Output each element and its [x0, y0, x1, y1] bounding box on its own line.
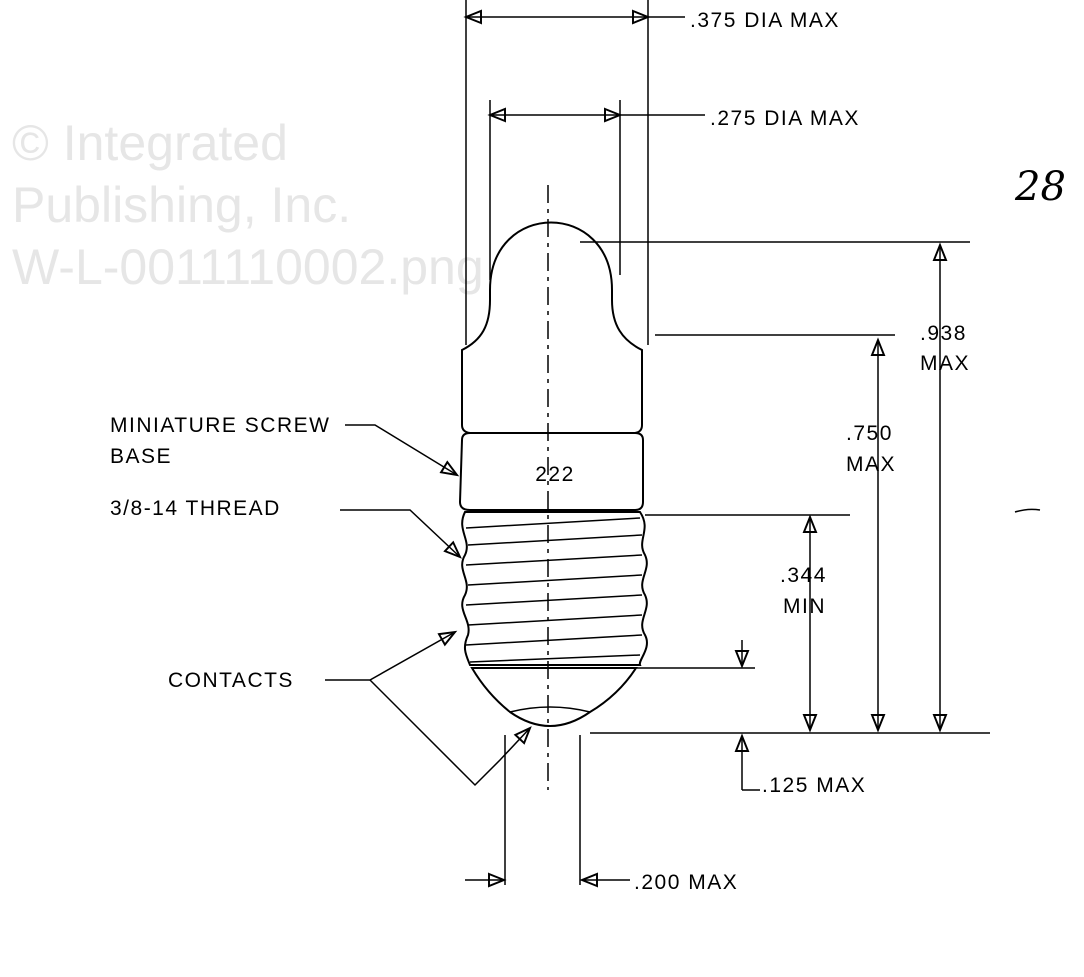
label-thread: 3/8-14 THREAD [110, 497, 281, 520]
dim-344: .344 [780, 564, 827, 587]
label-contacts: CONTACTS [168, 669, 294, 692]
dimension-lines [463, 9, 948, 888]
dim-125: .125 MAX [762, 774, 866, 797]
lamp-outline [458, 185, 648, 790]
watermark-line-1: © Integrated [12, 115, 288, 171]
stray-mark [1014, 508, 1041, 513]
watermark: © Integrated Publishing, Inc. W-L-001111… [12, 115, 484, 295]
label-miniature-screw: MINIATURE SCREW [110, 414, 330, 437]
dim-375-dia: .375 DIA MAX [690, 9, 840, 32]
dim-938-qualifier: MAX [920, 352, 970, 375]
label-base: BASE [110, 445, 172, 468]
dim-344-qualifier: MIN [783, 595, 826, 618]
page-number: 28 [1014, 164, 1066, 210]
dim-200: .200 MAX [634, 871, 738, 894]
dim-938: .938 [920, 322, 967, 345]
dim-750: .750 [846, 422, 893, 445]
extension-lines [465, 0, 990, 885]
dim-750-qualifier: MAX [846, 453, 896, 476]
thread-lines [465, 517, 643, 663]
part-number: 222 [535, 463, 575, 486]
watermark-line-3: W-L-0011110002.png [12, 239, 484, 295]
leader-lines [325, 424, 532, 787]
dim-275-dia: .275 DIA MAX [710, 107, 860, 130]
watermark-line-2: Publishing, Inc. [12, 177, 351, 233]
